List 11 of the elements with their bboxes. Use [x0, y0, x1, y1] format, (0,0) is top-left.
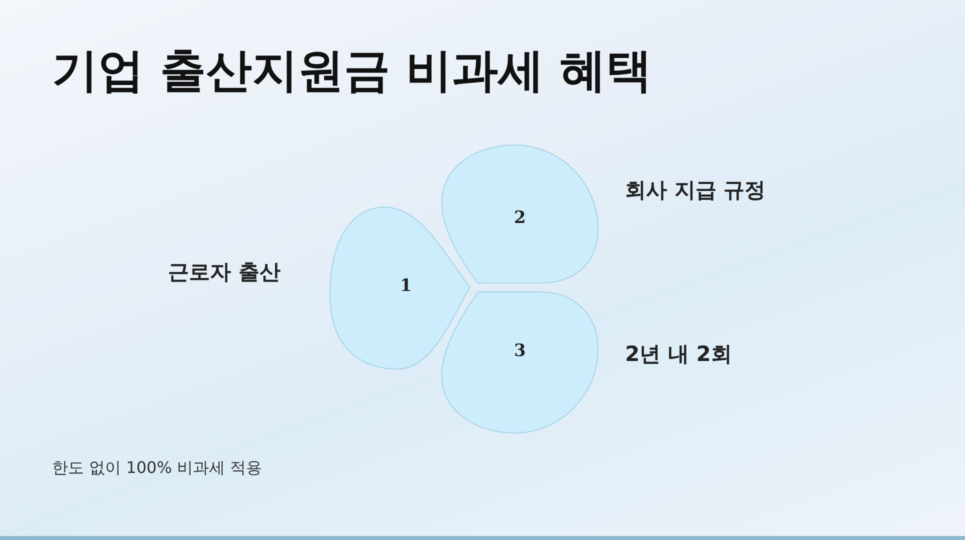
petal-shape [440, 290, 600, 435]
petal-caption: 근로자 출산 [168, 259, 280, 286]
petal-caption: 2년 내 2회 [625, 341, 732, 368]
petal-shape [328, 205, 472, 371]
petal-number: 3 [514, 341, 526, 361]
petal-number: 1 [400, 276, 412, 296]
petal-shape [440, 143, 600, 285]
petal-caption: 회사 지급 규정 [625, 177, 766, 204]
note-text: 한도 없이 100% 비과세 적용 [52, 458, 262, 479]
petal-number: 2 [514, 208, 526, 228]
title: 기업 출산지원금 비과세 혜택 [52, 42, 652, 99]
